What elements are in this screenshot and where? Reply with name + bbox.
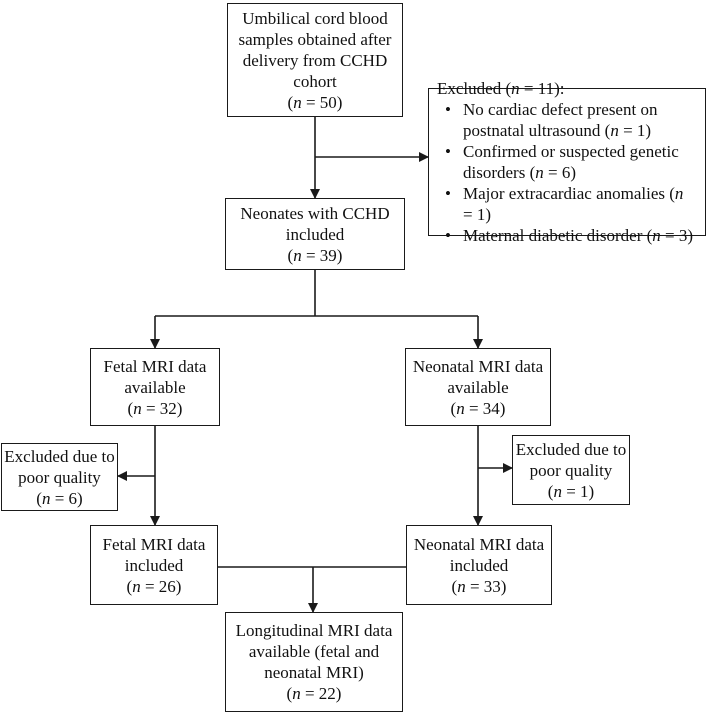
neonatal-included-line-1: Neonatal MRI data <box>413 534 545 554</box>
cord-blood-line-4: cohort <box>293 71 337 91</box>
fetal-available-count: (n = 32) <box>127 398 183 418</box>
fetal-available-line-2: available <box>124 377 186 397</box>
count-value: = 26) <box>140 576 182 596</box>
longitudinal-count: (n = 22) <box>286 684 342 703</box>
n-symbol: n <box>535 163 544 182</box>
fetal-excluded-count: (n = 6) <box>36 488 83 508</box>
longitudinal-line-3: neonatal MRI) <box>264 663 364 682</box>
title-prefix: Excluded ( <box>437 79 512 98</box>
neonatal-included-count: (n = 33) <box>451 576 507 596</box>
n-symbol: n <box>511 79 520 98</box>
fetal-excluded-line-1: Excluded due to <box>4 446 115 466</box>
neonatal-excluded-line-1: Excluded due to <box>515 439 627 459</box>
reason-text-cont: disorders ( <box>463 163 536 182</box>
neonates-line-1: Neonates with CCHD <box>240 203 390 223</box>
n-symbol: n <box>293 245 302 265</box>
excluded-reasons-list: No cardiac defect present on postnatal u… <box>437 99 697 246</box>
list-item: Major extracardiac anomalies (n = 1) <box>445 183 697 225</box>
list-item: Maternal diabetic disorder (n = 3) <box>445 225 697 246</box>
reason-text: Maternal diabetic disorder ( <box>463 226 653 245</box>
n-symbol: n <box>293 92 302 112</box>
fetal-included-box: Fetal MRI data included (n = 26) <box>90 525 218 605</box>
title-suffix: = 11): <box>519 79 565 98</box>
list-item: No cardiac defect present on postnatal u… <box>445 99 697 141</box>
neonates-box: Neonates with CCHD included (n = 39) <box>225 198 405 270</box>
fetal-excluded-line-2: poor quality <box>18 467 101 487</box>
n-symbol: n <box>610 121 619 140</box>
n-symbol: n <box>132 576 141 596</box>
n-symbol: n <box>133 398 142 418</box>
fetal-available-box: Fetal MRI data available (n = 32) <box>90 348 220 426</box>
reason-count: Major extracardiac anomalies (n = 1) <box>463 183 697 225</box>
count-value: = 6) <box>543 163 576 182</box>
neonatal-available-line-2: available <box>447 377 509 397</box>
neonates-line-2: included <box>285 224 345 244</box>
count-value: = 1) <box>463 205 491 224</box>
count-value: = 6) <box>50 488 83 508</box>
count-value: = 22) <box>300 684 342 703</box>
n-symbol: n <box>652 226 661 245</box>
neonatal-excluded-line-2: poor quality <box>529 460 613 480</box>
n-symbol: n <box>674 184 684 203</box>
reason-text-cont: postnatal ultrasound ( <box>463 121 611 140</box>
neonatal-available-line-1: Neonatal MRI data <box>412 356 544 376</box>
count-value: = 34) <box>464 398 506 418</box>
excluded-main-title: Excluded (n = 11): <box>437 78 564 99</box>
longitudinal-line-2: available (fetal and <box>248 642 380 661</box>
reason-text: Major extracardiac anomalies ( <box>463 184 675 203</box>
fetal-included-count: (n = 26) <box>126 576 182 596</box>
reason-text: No cardiac defect present on <box>463 100 658 119</box>
count-value: = 1) <box>561 481 595 501</box>
longitudinal-line-1: Longitudinal MRI data <box>235 621 393 640</box>
longitudinal-box: Longitudinal MRI data available (fetal a… <box>225 612 403 712</box>
excluded-main-box: Excluded (n = 11): No cardiac defect pre… <box>428 79 706 246</box>
count-value: = 3) <box>660 226 694 245</box>
neonatal-excluded-count: (n = 1) <box>547 481 595 501</box>
fetal-available-line-1: Fetal MRI data <box>103 356 207 376</box>
reason-count: postnatal ultrasound (n = 1) <box>463 120 697 141</box>
fetal-excluded-box: Excluded due to poor quality (n = 6) <box>1 443 118 511</box>
reason-text: Confirmed or suspected genetic <box>463 142 679 161</box>
n-symbol: n <box>553 481 562 501</box>
fetal-included-line-2: included <box>124 555 184 575</box>
n-symbol: n <box>457 576 466 596</box>
n-symbol: n <box>292 684 301 703</box>
cord-blood-line-2: samples obtained after <box>238 29 392 49</box>
neonatal-included-box: Neonatal MRI data included (n = 33) <box>406 525 552 605</box>
neonatal-available-count: (n = 34) <box>450 398 506 418</box>
n-symbol: n <box>456 398 465 418</box>
count-value: = 1) <box>618 121 652 140</box>
count-value: = 50) <box>301 92 343 112</box>
reason-count: Maternal diabetic disorder (n = 3) <box>463 225 697 246</box>
fetal-included-line-1: Fetal MRI data <box>102 534 206 554</box>
cord-blood-line-3: delivery from CCHD <box>242 50 388 70</box>
reason-count: disorders (n = 6) <box>463 162 697 183</box>
n-symbol: n <box>41 488 51 508</box>
neonates-count: (n = 39) <box>287 245 343 265</box>
cord-blood-box: Umbilical cord blood samples obtained af… <box>227 3 403 117</box>
count-value: = 32) <box>141 398 183 418</box>
cord-blood-count: (n = 50) <box>287 92 343 112</box>
count-value: = 39) <box>301 245 343 265</box>
count-value: = 33) <box>465 576 507 596</box>
neonatal-excluded-box: Excluded due to poor quality (n = 1) <box>512 435 630 505</box>
neonatal-included-line-2: included <box>449 555 509 575</box>
list-item: Confirmed or suspected genetic disorders… <box>445 141 697 183</box>
cord-blood-line-1: Umbilical cord blood <box>242 8 388 28</box>
neonatal-available-box: Neonatal MRI data available (n = 34) <box>405 348 551 426</box>
